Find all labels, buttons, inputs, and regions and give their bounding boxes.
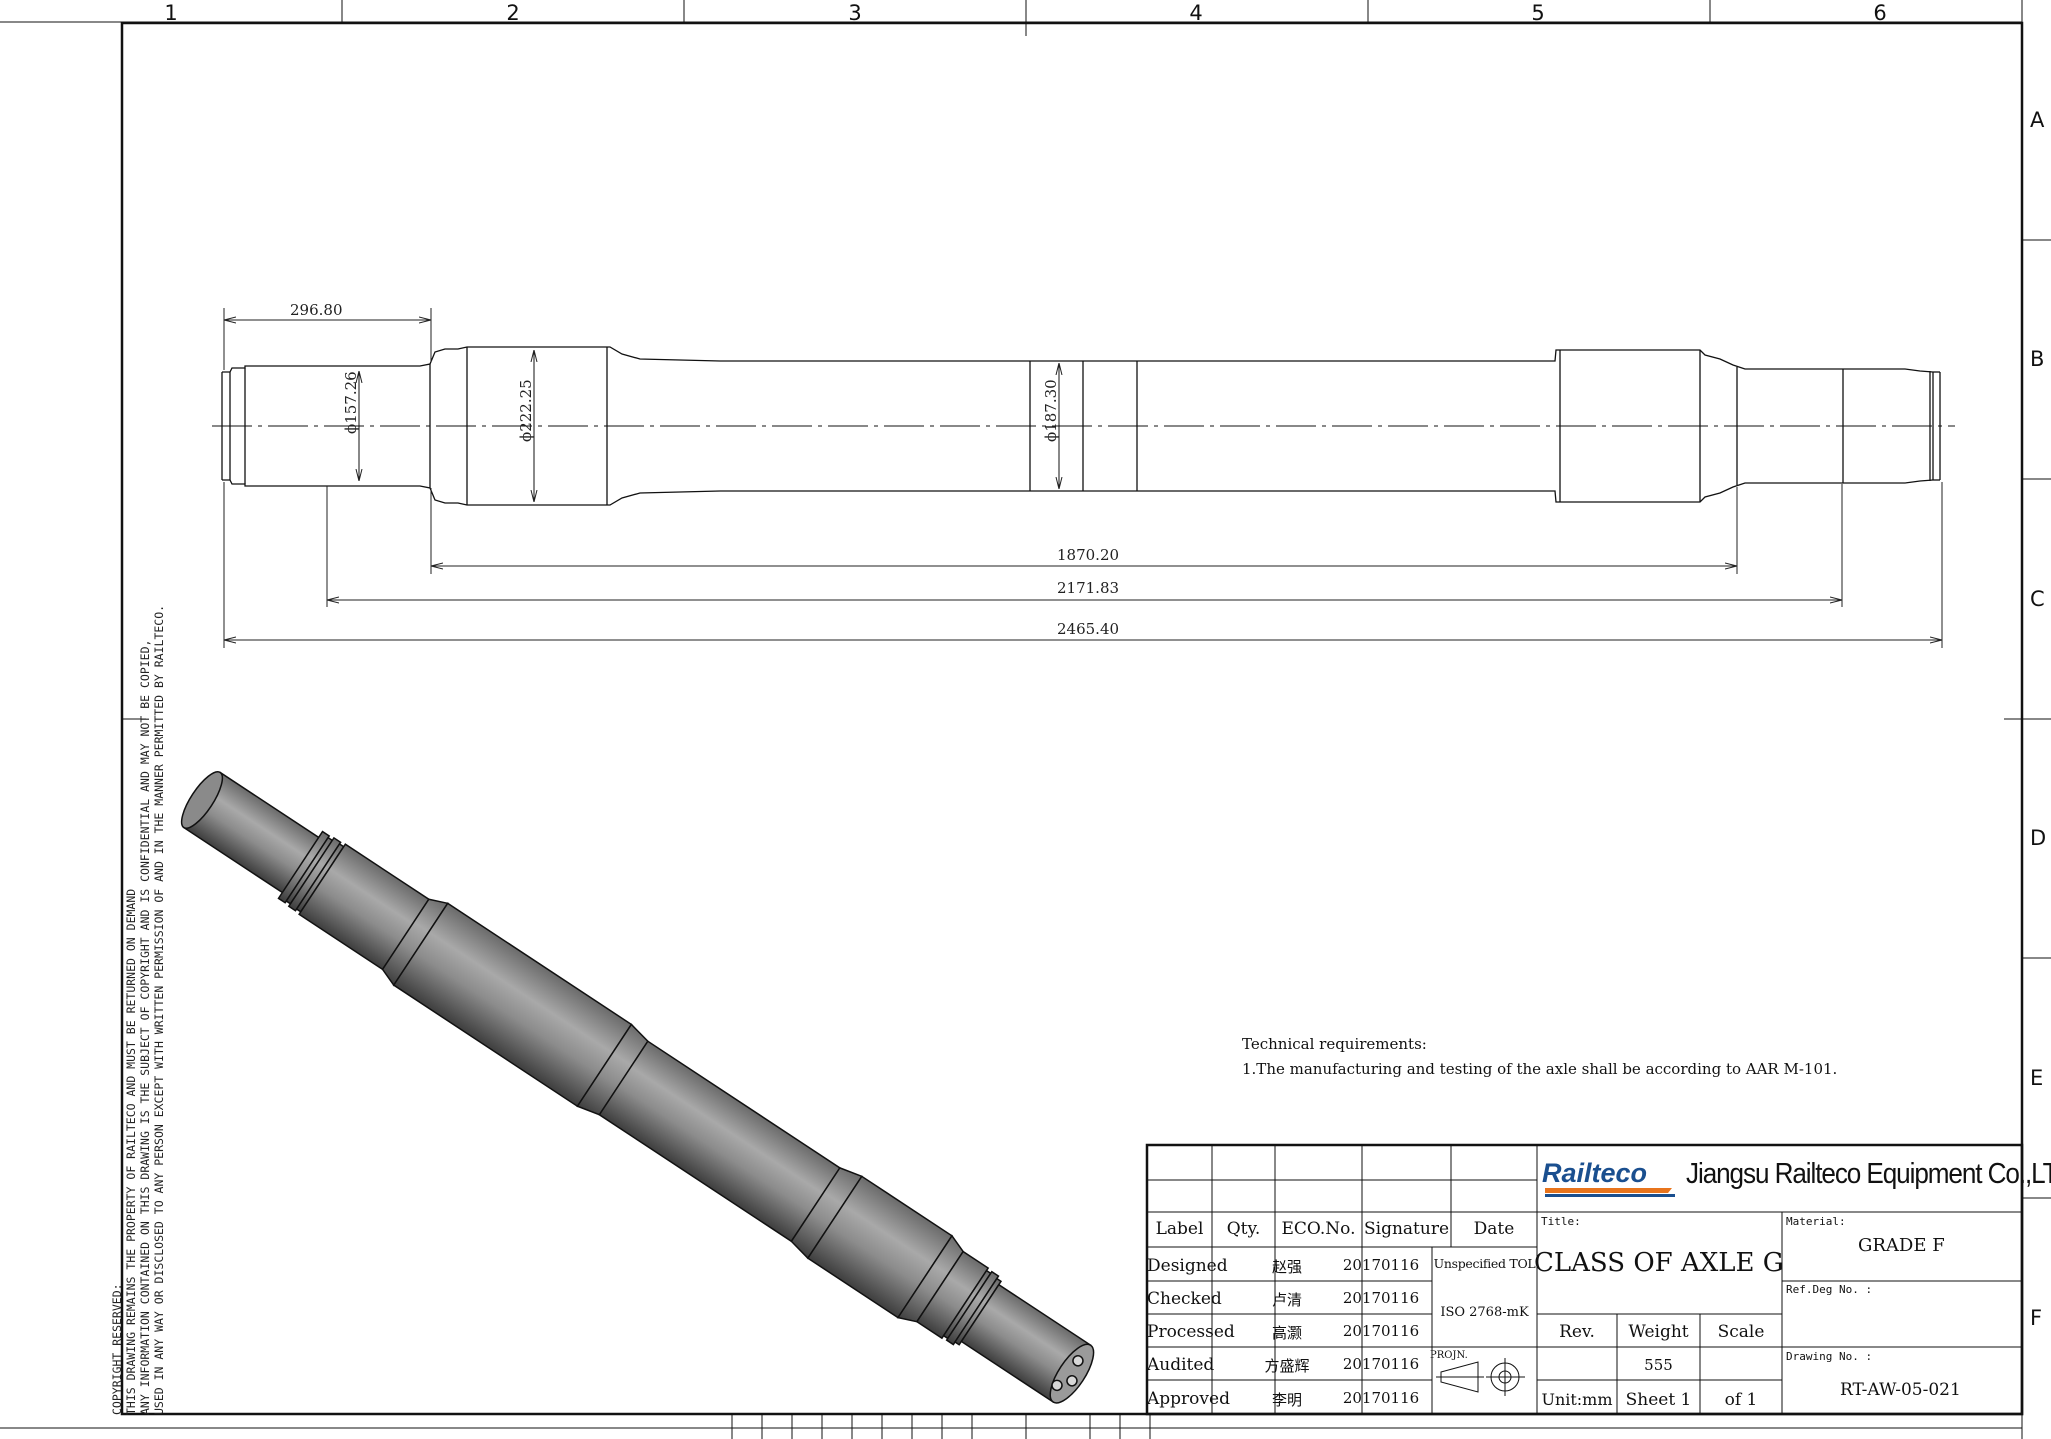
row-role: Designed — [1147, 1256, 1228, 1276]
header-signature: Signature — [1363, 1219, 1450, 1239]
zone-label-top: 1 — [164, 1, 178, 25]
copyright-line: COPYRIGHT RESERVED: — [110, 1283, 124, 1415]
dimension-journal-diameter: ϕ157.26 — [342, 371, 360, 434]
sheet-total: of 1 — [1724, 1390, 1758, 1410]
railteco-logo — [1545, 1188, 1675, 1197]
axle-side-view — [212, 346, 1955, 506]
company-name: Jiangsu Railteco Equipment Co.,LTD — [1686, 1158, 2051, 1190]
zone-label-top: 2 — [506, 1, 520, 25]
row-name: 方盛辉 — [1264, 1357, 1310, 1375]
row-date: 20170116 — [1342, 1256, 1420, 1274]
title-label: Title: — [1541, 1215, 1581, 1228]
dimension-journal-length: 296.80 — [290, 301, 343, 319]
scale-label: Scale — [1717, 1322, 1765, 1342]
copyright-line: ANY INFORMATION CONTAINED ON THIS DRAWIN… — [138, 639, 152, 1415]
dimension-body-diameter: ϕ187.30 — [1042, 379, 1060, 442]
drawing-title: CLASS OF AXLE G — [1534, 1248, 1784, 1278]
row-name: 李明 — [1271, 1391, 1302, 1409]
zone-label-side: D — [2030, 826, 2047, 850]
material-label: Material: — [1786, 1215, 1846, 1228]
drawing-number: RT-AW-05-021 — [1840, 1380, 1961, 1400]
row-name: 高灏 — [1271, 1324, 1302, 1342]
row-date: 20170116 — [1342, 1355, 1420, 1373]
zone-label-top: 6 — [1873, 1, 1887, 25]
zone-label-side: F — [2030, 1306, 2043, 1330]
dimension-lines — [223, 308, 1943, 648]
zone-label-side: A — [2030, 108, 2045, 132]
drawing-number-label: Drawing No. : — [1786, 1350, 1873, 1363]
zone-label-top: 3 — [848, 1, 862, 25]
copyright-notice: COPYRIGHT RESERVED: THIS DRAWING REMAINS… — [110, 605, 166, 1415]
row-date: 20170116 — [1342, 1289, 1420, 1307]
rev-label: Rev. — [1559, 1322, 1595, 1342]
zone-label-side: C — [2030, 587, 2045, 611]
header-label: Label — [1155, 1219, 1204, 1239]
copyright-line: THIS DRAWING REMAINS THE PROPERTY OF RAI… — [124, 888, 138, 1415]
zone-label-top: 4 — [1189, 1, 1203, 25]
zone-label-side: B — [2030, 347, 2045, 371]
row-name: 赵强 — [1271, 1258, 1302, 1276]
iso-standard: ISO 2768-mK — [1440, 1305, 1529, 1320]
header-date: Date — [1473, 1219, 1515, 1239]
weight-value: 555 — [1644, 1356, 1673, 1374]
unspecified-tolerance: Unspecified TOL — [1433, 1256, 1536, 1271]
material-value: GRADE F — [1858, 1235, 1945, 1256]
row-role: Approved — [1147, 1389, 1230, 1409]
copyright-line: USED IN ANY WAY OR DISCLOSED TO ANY PERS… — [152, 604, 166, 1415]
dimension-1870: 1870.20 — [1057, 546, 1120, 564]
dimension-2465: 2465.40 — [1057, 620, 1120, 638]
row-date: 20170116 — [1342, 1322, 1420, 1340]
ref-deg-label: Ref.Deg No. : — [1786, 1283, 1873, 1296]
projection-label: PROJN. — [1430, 1350, 1468, 1361]
weight-label: Weight — [1628, 1322, 1689, 1342]
logo-text: Railteco — [1542, 1158, 1648, 1188]
header-eco: ECO.No. — [1281, 1219, 1356, 1239]
tech-requirements-heading: Technical requirements: — [1242, 1035, 1427, 1053]
zone-label-top: 5 — [1531, 1, 1545, 25]
zone-label-side: E — [2030, 1066, 2044, 1090]
row-role: Processed — [1147, 1322, 1235, 1342]
unit-label: Unit:mm — [1541, 1390, 1613, 1409]
row-name: 卢清 — [1271, 1291, 1302, 1309]
sheet-number: Sheet 1 — [1625, 1390, 1692, 1410]
row-role: Audited — [1147, 1355, 1215, 1375]
title-block-grid — [1145, 1143, 2024, 1416]
axle-isometric-view — [180, 771, 1095, 1404]
tech-requirements-item: 1.The manufacturing and testing of the a… — [1242, 1060, 1838, 1078]
projection-symbol — [1436, 1358, 1525, 1396]
dimension-2171: 2171.83 — [1057, 579, 1120, 597]
header-qty: Qty. — [1226, 1219, 1261, 1239]
dimension-wheel-seat-diameter: ϕ222.25 — [517, 379, 535, 442]
row-date: 20170116 — [1342, 1389, 1420, 1407]
row-role: Checked — [1147, 1289, 1222, 1309]
